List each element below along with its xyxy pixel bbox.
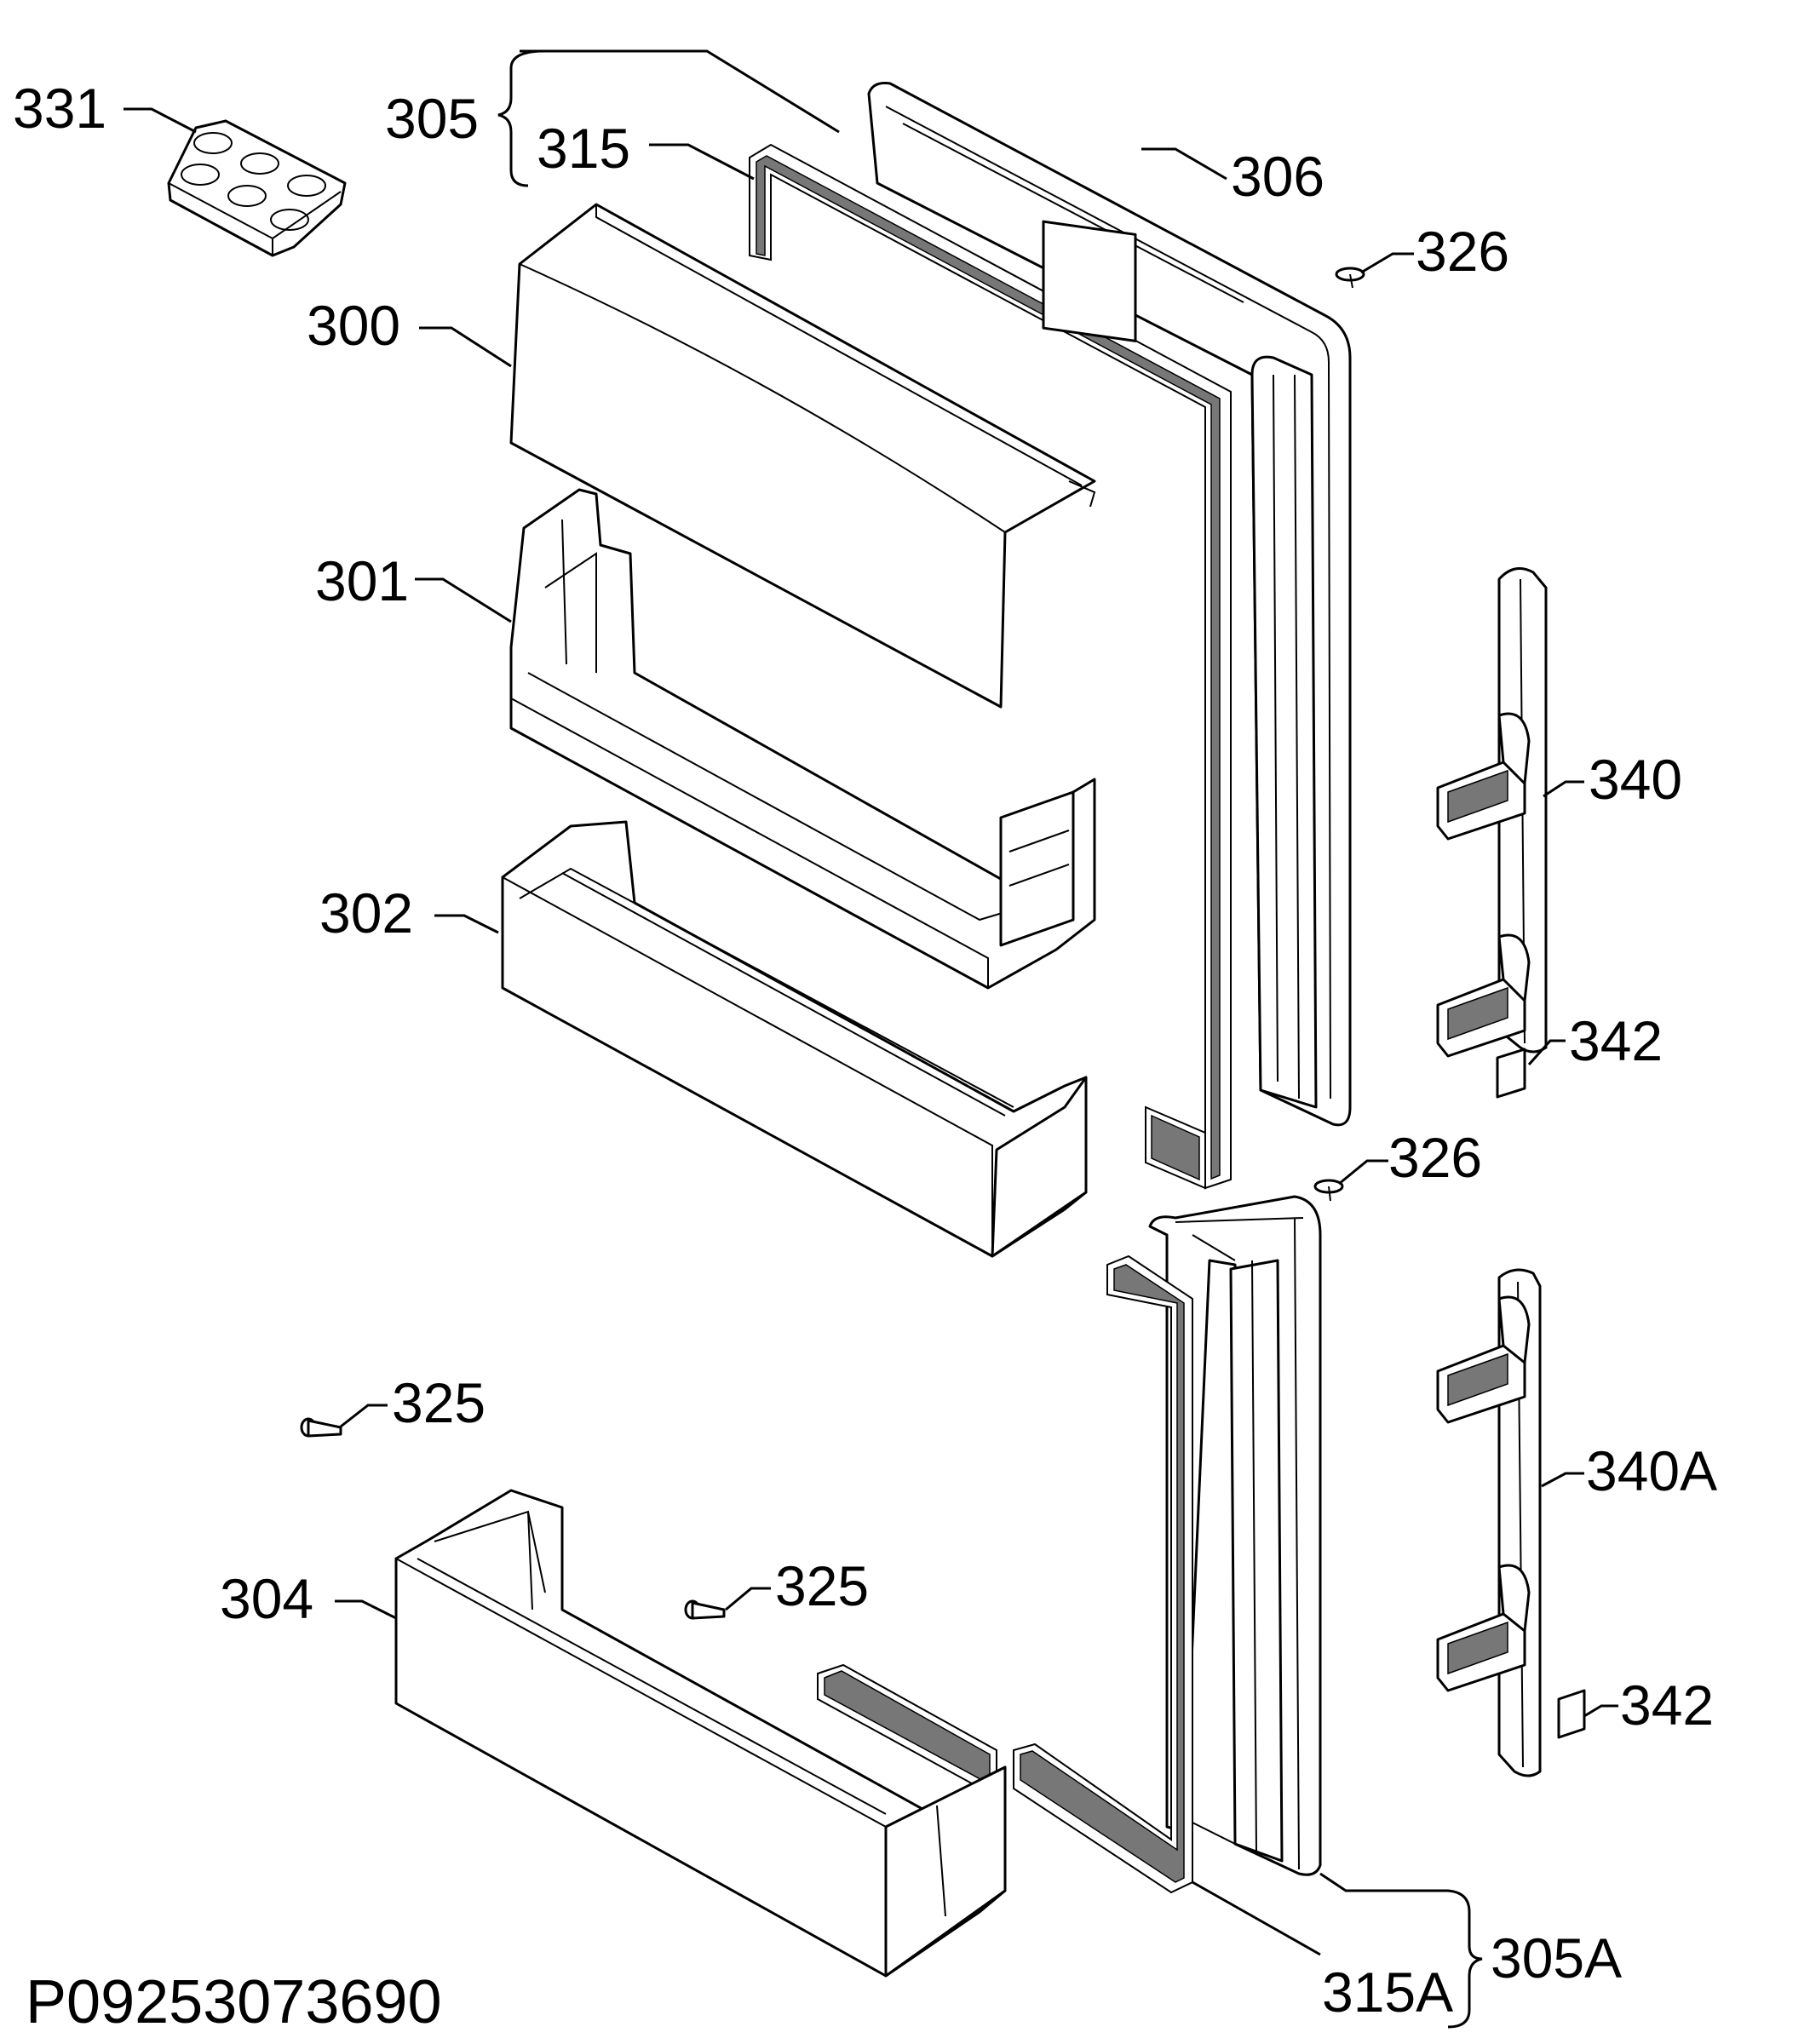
label-331: 331 <box>13 77 106 140</box>
label-300: 300 <box>307 294 400 357</box>
clip-342-lower-part <box>1557 1689 1586 1739</box>
upper-gasket-part <box>749 143 1232 1190</box>
label-305A: 305A <box>1491 1926 1622 1989</box>
label-340A: 340A <box>1586 1439 1717 1502</box>
label-plate-part <box>1042 220 1137 342</box>
label-326-middle: 326 <box>1388 1126 1482 1189</box>
label-301: 301 <box>315 549 409 612</box>
handle-340A-part <box>1436 1268 1542 1777</box>
label-305: 305 <box>385 87 479 150</box>
label-306: 306 <box>1231 145 1324 208</box>
upper-door-part <box>867 82 1352 1127</box>
label-340: 340 <box>1589 748 1682 811</box>
label-304: 304 <box>220 1567 313 1630</box>
handle-340-part <box>1436 567 1548 1058</box>
door-shelf-304-part <box>394 1489 1007 1978</box>
door-shelf-301-part <box>509 488 1096 990</box>
diagram-code: P09253073690 <box>26 1968 442 2036</box>
screw-325-middle-part <box>684 1599 726 1620</box>
leader-lines <box>124 49 1618 2029</box>
screw-325-left-part <box>300 1417 342 1438</box>
label-325-left: 325 <box>392 1371 486 1434</box>
label-315: 315 <box>537 117 630 180</box>
label-315A: 315A <box>1322 1961 1453 2024</box>
label-325-middle: 325 <box>775 1554 869 1617</box>
screw-326-middle-part <box>1313 1179 1344 1202</box>
egg-tray-part <box>167 119 347 257</box>
clip-342-upper-part <box>1496 1048 1526 1099</box>
screw-326-top-part <box>1335 267 1365 289</box>
shelf-cover-part <box>509 203 1096 709</box>
label-302: 302 <box>319 881 413 944</box>
label-342-lower: 342 <box>1620 1674 1714 1737</box>
label-326-top: 326 <box>1416 220 1509 283</box>
label-342-upper: 342 <box>1569 1009 1663 1072</box>
lower-gasket-part <box>817 1255 1193 1894</box>
door-shelf-302-part <box>501 820 1088 1258</box>
